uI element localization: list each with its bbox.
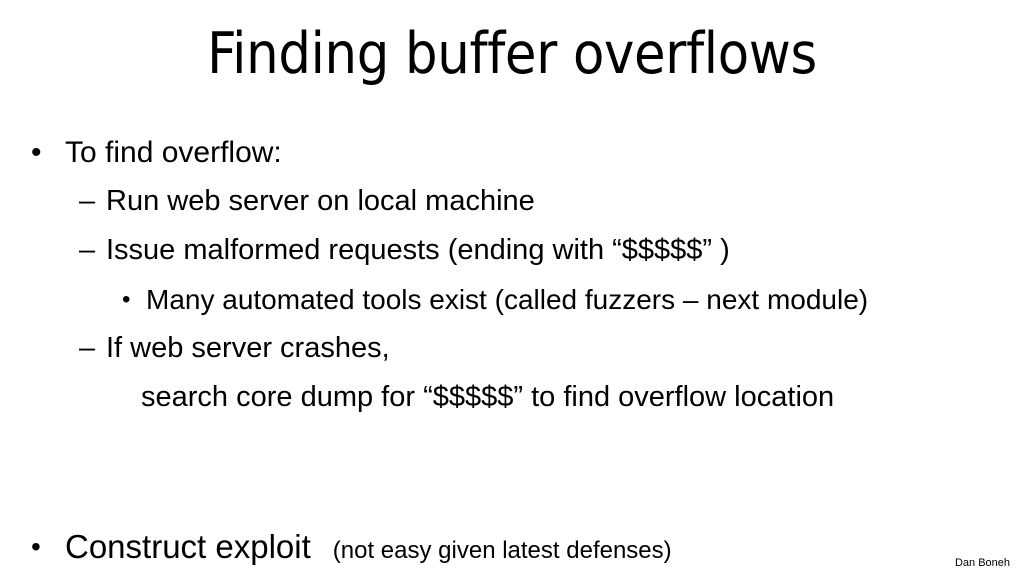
bullet-text: Construct exploit xyxy=(65,528,311,565)
bullet-level2-issue-malformed-requests: – Issue malformed requests (ending with … xyxy=(0,226,1024,275)
bullet-text: Issue malformed requests (ending with “$… xyxy=(106,234,730,266)
body-spacer xyxy=(0,422,1024,472)
bullet-level2-run-web-server: – Run web server on local machine xyxy=(0,177,1024,226)
bullet-level2-if-web-server-crashes: – If web server crashes, xyxy=(0,324,1024,373)
dash-marker-icon: – xyxy=(79,185,96,217)
slide-body: • To find overflow: – Run web server on … xyxy=(0,128,1024,571)
bullet-text: Many automated tools exist (called fuzze… xyxy=(146,284,869,315)
bullet-text: Run web server on local machine xyxy=(106,185,535,217)
page-title: Finding buffer overflows xyxy=(207,21,817,87)
bullet-level1-to-find-overflow: • To find overflow: xyxy=(0,128,1024,177)
bullet-marker-icon: • xyxy=(122,286,131,313)
bullet-text: search core dump for “$$$$$” to find ove… xyxy=(141,381,835,413)
dash-marker-icon: – xyxy=(79,332,96,364)
bullet-marker-icon: • xyxy=(31,531,41,562)
bullet-continuation-search-core-dump: search core dump for “$$$$$” to find ove… xyxy=(0,373,1024,422)
bullet-text: If web server crashes, xyxy=(106,332,390,364)
bullet-text: To find overflow: xyxy=(65,136,282,169)
bullet-note: (not easy given latest defenses) xyxy=(332,537,672,564)
body-spacer xyxy=(0,472,1024,522)
bullet-level3-many-automated-tools: • Many automated tools exist (called fuz… xyxy=(0,275,1024,324)
bullet-marker-icon: • xyxy=(31,136,42,169)
bullet-level1-construct-exploit: • Construct exploit (not easy given lates… xyxy=(0,522,1024,571)
footer-attribution: Dan Boneh xyxy=(954,557,1010,569)
dash-marker-icon: – xyxy=(79,234,96,266)
